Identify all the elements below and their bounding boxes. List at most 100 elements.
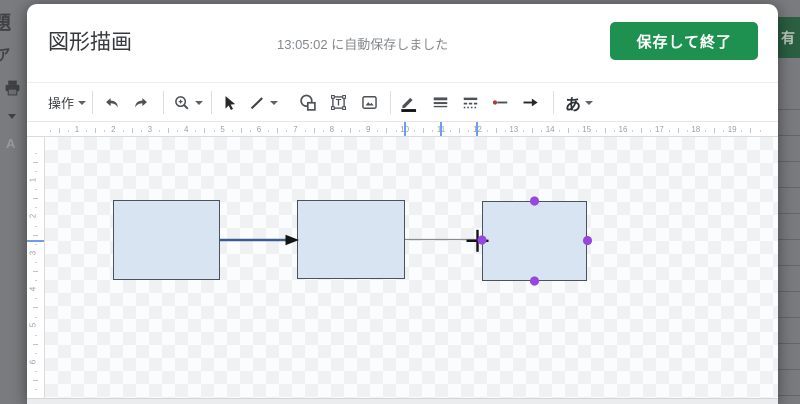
ruler-tick — [541, 130, 543, 132]
ruler-tick — [641, 128, 643, 133]
ruler-tick — [33, 307, 38, 309]
ruler-tick — [532, 128, 533, 133]
ruler-tick — [35, 152, 37, 154]
ruler-tick — [35, 334, 37, 336]
redo-button[interactable] — [132, 83, 150, 122]
row-header-fragment: A — [6, 136, 16, 151]
toolbar-separator — [163, 91, 164, 114]
shape-rect-2[interactable] — [297, 200, 405, 279]
ruler-tick — [377, 130, 379, 132]
ruler-tick — [131, 128, 133, 133]
line-color-button[interactable] — [399, 83, 419, 122]
ruler-number: 14 — [545, 125, 555, 134]
ruler-tick — [35, 371, 37, 373]
autosave-status: 13:05:02 に自動保存しました — [277, 37, 449, 52]
line-tool-button[interactable] — [248, 83, 278, 122]
ruler-tick — [741, 130, 743, 132]
ruler-tick — [33, 380, 38, 382]
ruler-tick — [249, 130, 251, 132]
ruler-tick — [213, 130, 215, 132]
ruler-tick — [340, 130, 342, 132]
ruler-tick — [459, 128, 461, 133]
ruler-tick — [35, 170, 37, 172]
ruler-tick — [177, 130, 179, 132]
shape-rect-3[interactable] — [482, 201, 587, 281]
ruler-tick — [650, 130, 652, 132]
ruler-tick — [35, 189, 37, 191]
ruler-tick — [204, 128, 206, 133]
zoom-tool-button[interactable] — [173, 83, 203, 122]
ruler-tick — [595, 130, 597, 132]
ruler-guide-mark — [476, 122, 478, 136]
ruler-tick — [677, 128, 679, 133]
ruler-tick — [613, 130, 615, 132]
ruler-tick — [35, 389, 37, 391]
text-box-icon: T — [331, 95, 346, 110]
ruler-tick — [104, 130, 106, 132]
ruler-tick — [632, 130, 634, 132]
save-and-close-button[interactable]: 保存して終了 — [610, 22, 758, 60]
ruler-tick — [431, 130, 433, 132]
ruler-number: 17 — [654, 125, 664, 134]
ruler-tick — [750, 128, 752, 133]
ruler-tick — [35, 261, 37, 263]
image-tool-button[interactable] — [360, 83, 379, 122]
ruler-number: 19 — [727, 125, 737, 134]
ruler-number: 3 — [28, 250, 38, 255]
sheet-toolbar-fragment: ア — [0, 46, 13, 65]
ruler-tick — [35, 316, 37, 318]
canvas-scrollbar-track[interactable] — [27, 398, 778, 404]
ruler-tick — [35, 280, 37, 282]
line-start-icon — [492, 100, 508, 105]
select-tool-button[interactable] — [220, 83, 238, 122]
ruler-tick — [277, 128, 279, 133]
line-dash-button[interactable] — [461, 83, 480, 122]
line-end-button[interactable] — [521, 83, 540, 122]
text-style-icon: あ — [565, 96, 582, 114]
chevron-down-icon — [270, 100, 278, 105]
ruler-tick — [240, 128, 242, 133]
horizontal-ruler: 12345678910111213141516171819 — [27, 122, 778, 137]
select-icon — [225, 95, 236, 110]
ruler-number: 4 — [28, 286, 38, 292]
ruler-tick — [604, 128, 606, 133]
chevron-down-icon — [78, 100, 87, 105]
ruler-number: 7 — [293, 125, 298, 134]
chevron-down-icon — [585, 100, 594, 105]
ruler-number: 18 — [691, 125, 701, 134]
ruler-tick — [33, 234, 38, 236]
ruler-tick — [723, 130, 725, 132]
shape-rect-1[interactable] — [113, 200, 220, 280]
ruler-guide-mark — [440, 122, 442, 136]
shape-tool-button[interactable] — [298, 83, 318, 122]
actions-menu-button[interactable]: 操作 — [48, 83, 87, 122]
ruler-tick — [33, 161, 38, 163]
ruler-tick — [450, 130, 452, 132]
text-box-tool-button[interactable]: T — [329, 83, 348, 122]
line-dash-icon — [463, 97, 478, 109]
text-style-button[interactable]: あ — [565, 83, 594, 122]
line-start-button[interactable] — [491, 83, 510, 122]
ruler-tick — [33, 343, 38, 345]
ruler-tick — [313, 128, 315, 133]
sheet-gridlines — [778, 84, 800, 404]
line-weight-button[interactable] — [431, 83, 450, 122]
ruler-tick — [577, 130, 579, 132]
ruler-tick — [304, 130, 306, 132]
ruler-number: 1 — [28, 177, 38, 183]
ruler-tick — [67, 130, 69, 132]
ruler-tick — [122, 130, 124, 132]
undo-button[interactable] — [103, 83, 121, 122]
dialog-title: 図形描画 — [48, 31, 132, 54]
dimmed-spreadsheet-left: 題 ア A — [0, 0, 27, 404]
ruler-number: 6 — [28, 359, 38, 364]
undo-icon — [106, 97, 118, 107]
shape-icon — [300, 94, 316, 111]
ruler-tick — [33, 271, 38, 272]
crosshair-cursor-icon[interactable] — [476, 229, 479, 252]
ruler-tick — [35, 243, 37, 245]
ruler-tick — [35, 225, 37, 227]
drawing-canvas[interactable] — [45, 137, 778, 398]
